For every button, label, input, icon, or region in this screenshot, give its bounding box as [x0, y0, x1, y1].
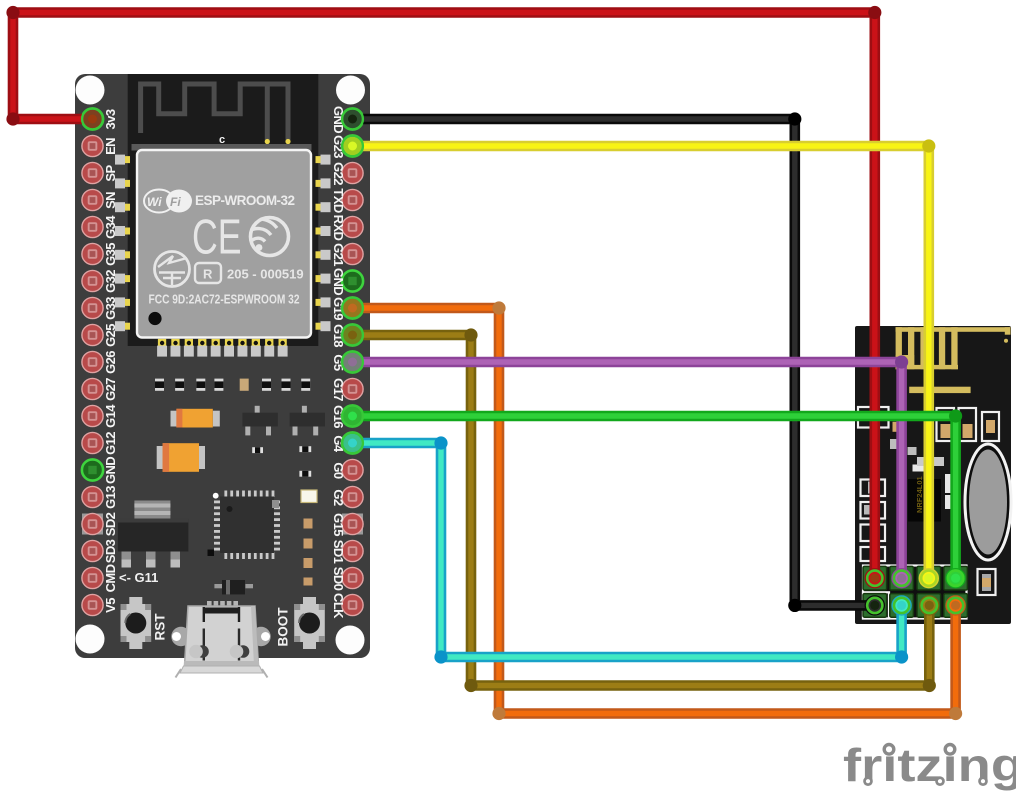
svg-text:GND: GND: [103, 457, 118, 484]
svg-text:RXD: RXD: [331, 215, 346, 241]
svg-text:G21: G21: [331, 243, 346, 266]
svg-text:GND: GND: [331, 268, 346, 295]
svg-text:CE: CE: [192, 211, 242, 265]
svg-text:G13: G13: [103, 486, 118, 509]
svg-text:ESP-WROOM-32: ESP-WROOM-32: [195, 193, 295, 208]
svg-text:TXD: TXD: [331, 188, 346, 212]
svg-text:EN: EN: [103, 138, 118, 155]
svg-text:G25: G25: [103, 324, 118, 347]
svg-text:205 - 000519: 205 - 000519: [227, 267, 304, 282]
svg-text:GND: GND: [331, 106, 346, 133]
svg-text:SD2: SD2: [103, 512, 118, 536]
svg-text:Fi: Fi: [170, 195, 181, 209]
svg-text:BOOT: BOOT: [276, 607, 291, 647]
svg-text:CMD: CMD: [103, 564, 118, 592]
svg-text:G15: G15: [331, 513, 346, 536]
svg-text:G32: G32: [103, 270, 118, 293]
svg-text:FCC 9D:2AC72-ESPWROOM 32: FCC 9D:2AC72-ESPWROOM 32: [149, 292, 300, 307]
svg-text:G26: G26: [103, 351, 118, 374]
svg-text:G14: G14: [103, 404, 118, 428]
svg-text:SD1: SD1: [331, 540, 346, 564]
svg-text:G33: G33: [103, 297, 118, 320]
svg-text:SN: SN: [103, 192, 118, 209]
svg-text:G27: G27: [103, 378, 118, 401]
svg-text:3v3: 3v3: [103, 109, 118, 129]
svg-text:NRF24L01: NRF24L01: [915, 476, 924, 513]
svg-text:c: c: [219, 134, 225, 146]
svg-text:G35: G35: [103, 243, 118, 266]
svg-text:G12: G12: [103, 432, 118, 455]
svg-text:G22: G22: [331, 162, 346, 185]
svg-text:Wi: Wi: [147, 195, 162, 209]
svg-text:G0: G0: [331, 462, 346, 479]
svg-text:SD3: SD3: [103, 539, 118, 563]
svg-text:SD0: SD0: [331, 567, 346, 591]
svg-text:V5: V5: [103, 598, 118, 613]
svg-text:CLK: CLK: [331, 593, 346, 619]
svg-text:G34: G34: [103, 215, 118, 239]
svg-text:G2: G2: [331, 489, 346, 506]
svg-text:SP: SP: [103, 165, 118, 182]
svg-text:RST: RST: [153, 613, 168, 641]
svg-text:<- G11: <- G11: [119, 570, 158, 585]
svg-text:G17: G17: [331, 378, 346, 401]
svg-text:R: R: [203, 267, 213, 282]
